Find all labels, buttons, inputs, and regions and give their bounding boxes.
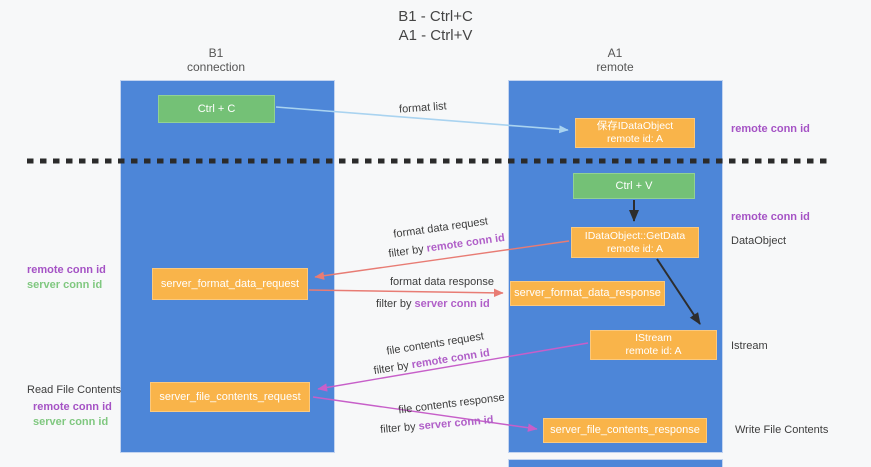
server-format-data-request-label: server_format_data_request [160,277,300,290]
format-data-response-filter: filter by server conn id [376,298,490,310]
format-data-response-filter-prefix: filter by [376,298,415,310]
left-server-conn-id-mid: server conn id [27,279,103,291]
page-title-line1: B1 - Ctrl+C [398,8,473,25]
ctrl-c-label: Ctrl + C [197,102,236,115]
format-data-request-filter-prefix: filter by [387,242,428,261]
column-b1-name: B1 [208,46,224,60]
server-format-data-response-label: server_format_data_response [514,287,661,299]
file-contents-response-filter: filter by server conn id [380,414,494,436]
getdata-line2: remote id: A [606,242,664,255]
istream-box: IStream remote id: A [590,330,717,360]
file-contents-request-filter-prefix: filter by [372,359,413,378]
a1-column-footer [508,459,723,467]
page-title: B1 - Ctrl+C A1 - Ctrl+V [0,7,871,45]
format-data-request-filter-key: remote conn id [425,231,506,255]
istream-line2: remote id: A [625,345,682,357]
column-header-a1: A1 remote [545,46,685,74]
format-list-label: format list [398,100,448,116]
column-a1-subtitle: remote [596,60,634,74]
getdata-box: IDataObject::GetData remote id: A [571,227,699,258]
server-format-data-response-box: server_format_data_response [510,281,665,306]
right-dataobject-label: DataObject [731,235,787,247]
right-write-file-contents-label: Write File Contents [735,424,829,436]
right-istream-label: Istream [731,340,768,352]
column-b1-subtitle: connection [186,60,246,74]
ctrl-v-box: Ctrl + V [573,173,695,199]
left-server-conn-id-bottom: server conn id [33,416,109,428]
istream-line1: IStream [635,332,672,344]
column-header-b1: B1 connection [146,46,286,74]
page-title-line2: A1 - Ctrl+V [398,27,473,44]
getdata-line1: IDataObject::GetData [584,229,686,242]
server-file-contents-response-label: server_file_contents_response [550,424,700,436]
format-data-response-label: format data response [390,276,494,288]
right-remote-conn-id-mid: remote conn id [731,211,810,223]
save-idataobject-box: 保存IDataObject remote id: A [575,118,695,148]
ctrl-v-label: Ctrl + V [615,179,653,192]
right-remote-conn-id-top: remote conn id [731,123,810,135]
left-read-file-contents-label: Read File Contents [27,384,122,396]
save-idataobject-line1: 保存IDataObject [596,120,674,132]
server-file-contents-request-label: server_file_contents_request [159,390,301,403]
left-remote-conn-id-bottom: remote conn id [33,401,112,413]
server-format-data-request-box: server_format_data_request [152,268,308,300]
format-data-response-arrow [308,288,504,298]
file-contents-response-filter-prefix: filter by [379,420,420,436]
save-idataobject-line2: remote id: A [606,133,664,145]
file-contents-response-label: file contents response [397,391,506,417]
server-file-contents-response-box: server_file_contents_response [543,418,707,443]
left-remote-conn-id-mid: remote conn id [27,264,106,276]
format-data-response-filter-key: server conn id [414,298,490,310]
server-file-contents-request-box: server_file_contents_request [150,382,310,412]
file-contents-response-filter-key: server conn id [418,414,495,433]
column-a1-name: A1 [607,46,623,60]
ctrl-c-box: Ctrl + C [158,95,275,123]
